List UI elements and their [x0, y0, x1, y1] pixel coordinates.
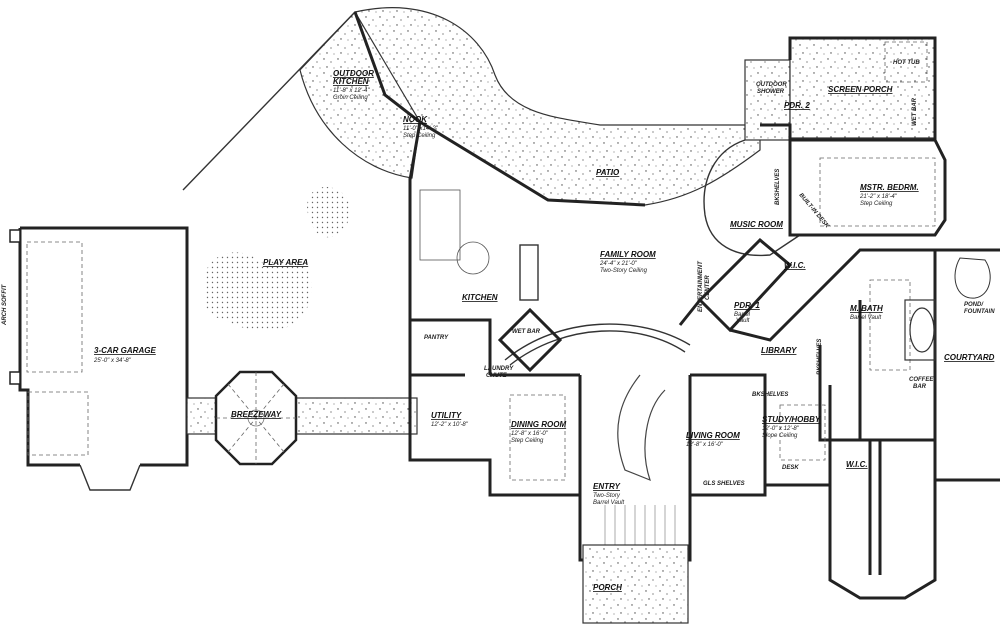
library-label: LIBRARY [761, 346, 797, 355]
music-room-label: MUSIC ROOM [730, 220, 783, 229]
library-bkshelves-label: BKSHELVES [817, 339, 823, 375]
nook-dims: 11'-0" x14'-2" [403, 126, 439, 132]
master-bedroom-dims: 21'-2" x 18'-4" [859, 194, 898, 200]
family-room-dims: 24'-4" x 21'-0" [599, 261, 638, 267]
entry-label: ENTRY [593, 482, 621, 491]
family-room-label: FAMILY ROOM [600, 250, 656, 259]
wet-bar-label: WET BAR [512, 329, 541, 335]
outdoor-kitchen-dims: 11'-8" x 12'-4" [333, 88, 370, 94]
utility-label: UTILITY [431, 411, 462, 420]
living-room-label: LIVING ROOM [686, 431, 740, 440]
coffee-bar-label-2: BAR [913, 384, 927, 390]
porch-label: PORCH [593, 583, 622, 592]
pantry-label: PANTRY [424, 335, 449, 341]
house-walls [353, 11, 1000, 600]
patio-area [299, 7, 936, 206]
breezeway [186, 370, 418, 466]
master-bath-ceiling: Barrel Vault [850, 315, 881, 321]
hot-tub-label: HOT TUB [893, 60, 920, 66]
entry-ceiling-2: Barrel Vault [593, 500, 624, 506]
interior-details [419, 41, 991, 575]
entertainment-center-label-2: CENTER [705, 275, 711, 300]
outdoor-kitchen-ceiling: Groin Ceiling [333, 95, 368, 101]
coffee-bar-label: COFFEE [909, 377, 934, 383]
garage-label: 3-CAR GARAGE [94, 346, 156, 355]
nook-label: NOOK [403, 115, 428, 124]
porch-area [582, 544, 689, 624]
garage [9, 226, 189, 491]
living-room-dims: 12'-8" x 16'-0" [686, 442, 724, 448]
breezeway-label: BREEZEWAY [231, 410, 282, 419]
courtyard-label: COURTYARD [944, 353, 995, 362]
desk-label: DESK [782, 465, 799, 471]
patio-label: PATIO [596, 168, 620, 177]
outdoor-shower-label-2: SHOWER [757, 89, 785, 95]
pdr1-label: PDR. 1 [734, 301, 760, 310]
study-bkshelves-label: BKSHELVES [752, 392, 788, 398]
utility-dims: 12'-2" x 10'-8" [431, 422, 469, 428]
family-room-ceiling: Two-Story Ceiling [600, 268, 648, 274]
laundry-chute-label-2: CHUTE [486, 373, 508, 379]
outdoor-kitchen-label: OUTDOOR [333, 69, 374, 78]
dining-room-ceiling: Step Ceiling [511, 438, 544, 444]
study-dims: 12'-0" x 12'-8" [762, 426, 800, 432]
screen-porch-label: SCREEN PORCH [828, 85, 893, 94]
outdoor-kitchen-label-2: KITCHEN [333, 77, 369, 86]
arch-soffit-label: ARCH SOFFIT [2, 283, 8, 326]
master-bath-label: M. BATH [850, 304, 883, 313]
entertainment-center-label: ENTERTAINMENT [698, 260, 704, 312]
pond-label: POND/ [964, 302, 984, 308]
pdr1-ceiling-2: Vault [736, 318, 750, 324]
pond-label-2: FOUNTAIN [964, 309, 995, 315]
study-ceiling: Slope Ceiling [762, 433, 798, 439]
porch-wet-bar-label: WET BAR [912, 97, 918, 126]
study-label: STUDY/HOBBY [762, 415, 821, 424]
play-area [182, 11, 356, 332]
nook-ceiling: Step Ceiling [403, 133, 436, 139]
dining-room-label: DINING ROOM [511, 420, 566, 429]
dining-room-dims: 12'-8" x 16'-0" [511, 431, 549, 437]
wic-lower-label: W.I.C. [846, 460, 868, 469]
kitchen-label: KITCHEN [462, 293, 498, 302]
laundry-chute-label: LAUNDRY [484, 366, 514, 372]
pdr2-label: PDR. 2 [784, 101, 810, 110]
play-area-label: PLAY AREA [263, 258, 308, 267]
outdoor-shower-label: OUTDOOR [756, 82, 787, 88]
master-bedroom-label: MSTR. BEDRM. [860, 183, 919, 192]
wic-upper-label: W.I.C. [784, 261, 806, 270]
pdr1-ceiling: Barrel [734, 312, 751, 318]
master-bedroom-ceiling: Step Ceiling [860, 201, 893, 207]
built-in-desk-label: BUILT-IN DESK [797, 192, 830, 229]
music-bkshelves-label: BKSHELVES [775, 169, 781, 205]
gls-shelves-label: GLS SHELVES [703, 481, 745, 487]
entry-ceiling: Two-Story [593, 493, 621, 499]
garage-dims: 25'-0" x 34'-8" [93, 358, 132, 364]
